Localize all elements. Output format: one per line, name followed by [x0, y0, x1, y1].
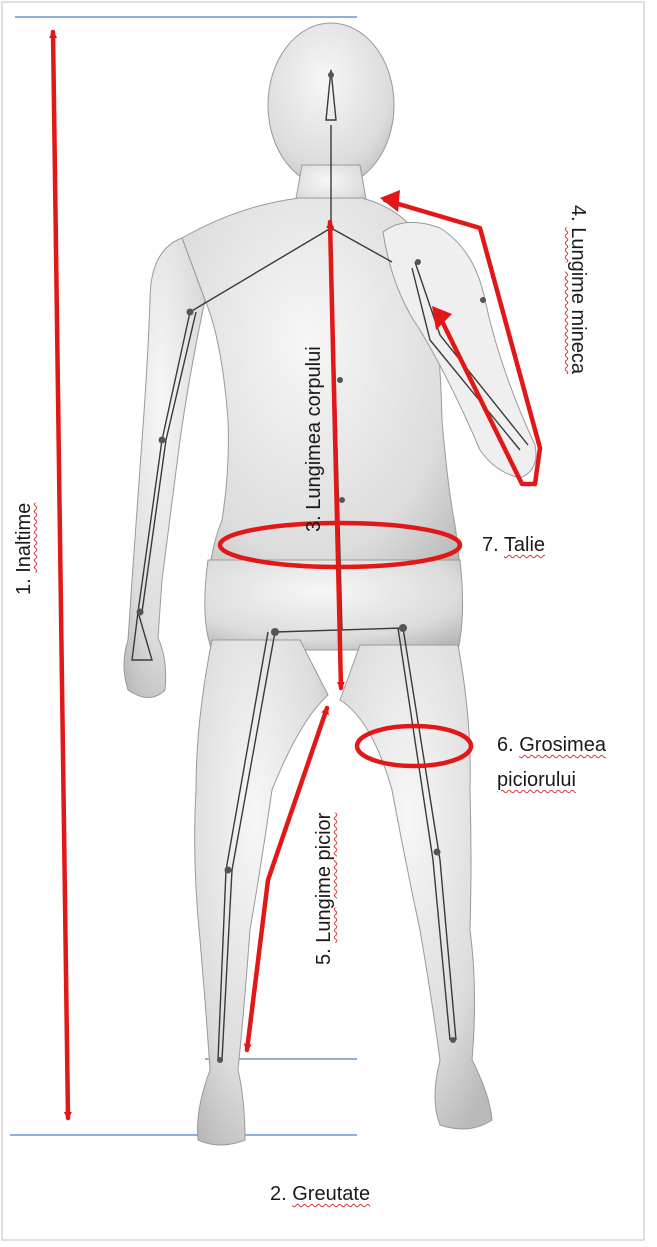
torso-label: 3. Lungimea corpului	[304, 346, 324, 532]
waist-text: Talie	[504, 534, 545, 556]
thigh-text-2: piciorului	[497, 769, 576, 791]
weight-label: 2. Greutate	[270, 1184, 370, 1204]
waist-number: 7.	[482, 534, 499, 556]
torso-number: 3.	[303, 515, 325, 532]
height-number: 1.	[13, 578, 35, 595]
leg-label: 5. Lungime picior	[314, 813, 334, 965]
sleeve-label: 4. Lungime mineca	[568, 205, 588, 374]
height-arrow	[53, 32, 68, 1118]
height-label: 1. Inaltime	[14, 503, 34, 595]
leg-number: 5.	[313, 948, 335, 965]
weight-number: 2.	[270, 1183, 287, 1205]
thigh-text-1: Grosimea	[519, 734, 606, 756]
body-silhouette	[124, 23, 536, 1145]
leg-text: Lungime picior	[313, 813, 335, 943]
sleeve-number: 4.	[567, 205, 589, 222]
thigh-label-line1: 6. Grosimea	[497, 735, 606, 755]
thigh-number: 6.	[497, 734, 514, 756]
thigh-label-line2: piciorului	[497, 770, 576, 790]
sleeve-text: Lungime mineca	[567, 227, 589, 374]
height-text: Inaltime	[13, 503, 35, 573]
torso-text: Lungimea corpului	[303, 346, 325, 509]
waist-label: 7. Talie	[482, 535, 545, 555]
weight-text: Greutate	[292, 1183, 370, 1205]
